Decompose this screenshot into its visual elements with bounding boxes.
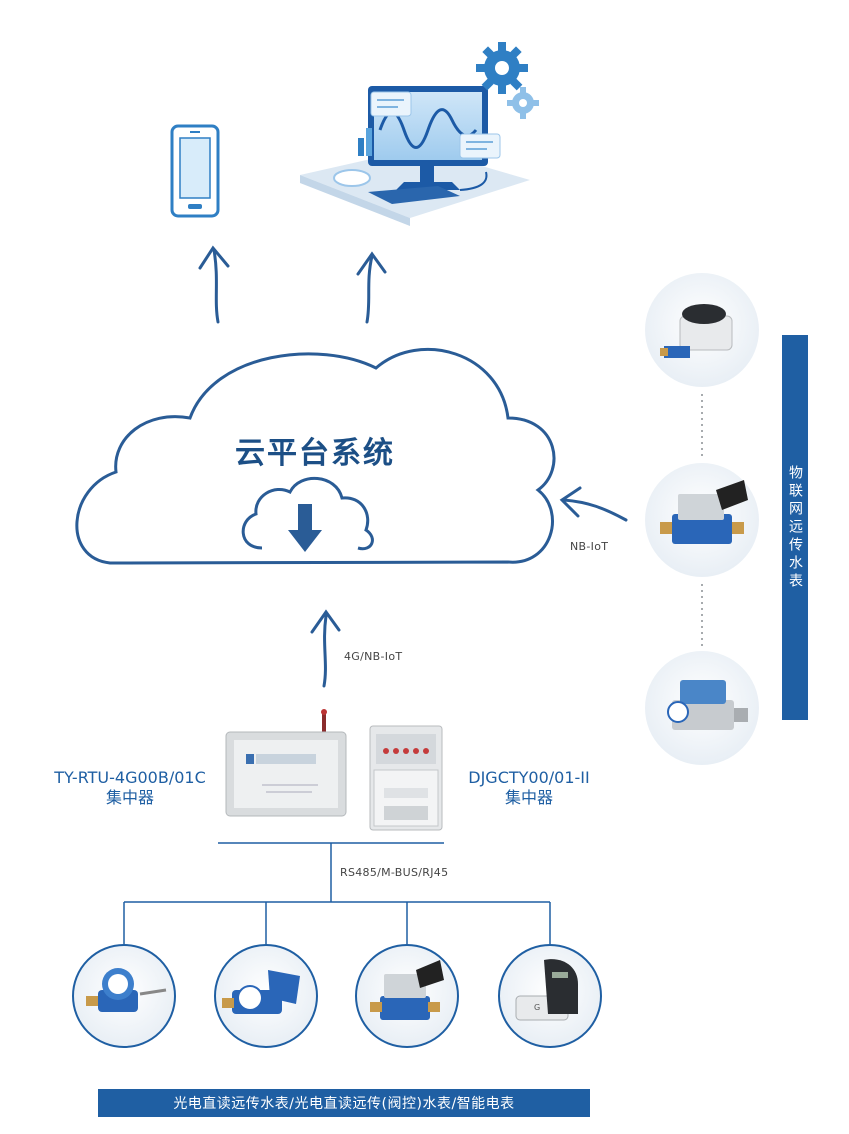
concentrator-2-label: DJGCTY00/01-II 集中器 bbox=[454, 768, 604, 808]
svg-text:G: G bbox=[534, 1003, 540, 1012]
concentrator-device-1 bbox=[225, 709, 347, 817]
link-label-top: 4G/NB-IoT bbox=[344, 650, 403, 663]
bottom-label: 光电直读远传水表/光电直读远传(阀控)水表/智能电表 bbox=[173, 1096, 515, 1112]
concentrator-2-type: 集中器 bbox=[504, 788, 553, 807]
bottom-meter-4: G bbox=[498, 944, 602, 1048]
bottom-label-bar: 光电直读远传水表/光电直读远传(阀控)水表/智能电表 bbox=[98, 1089, 590, 1117]
concentrator-1-model: TY-RTU-4G00B/01C bbox=[54, 768, 206, 787]
bottom-meter-2 bbox=[214, 944, 318, 1048]
concentrator-1-type: 集中器 bbox=[105, 788, 154, 807]
bottom-meter-1 bbox=[72, 944, 176, 1048]
iot-meter-3 bbox=[645, 651, 759, 765]
concentrator-2-model: DJGCTY00/01-II bbox=[468, 768, 590, 787]
arrow-to-cloud bbox=[310, 609, 341, 688]
arrow-up-right bbox=[356, 251, 387, 324]
concentrator-device-2 bbox=[369, 725, 443, 831]
cloud-download-icon bbox=[241, 477, 374, 552]
iot-meter-1 bbox=[645, 273, 759, 387]
gear-icon bbox=[476, 42, 528, 94]
arrow-from-iot-meters bbox=[559, 486, 628, 522]
bus-lines bbox=[123, 842, 551, 944]
iot-meters-bar: 物联网远传水表 bbox=[782, 335, 808, 720]
gear-icon bbox=[507, 87, 539, 119]
cloud-shape bbox=[75, 347, 556, 565]
iot-meter-2 bbox=[645, 463, 759, 577]
arrow-up-left bbox=[198, 245, 230, 324]
computer-icon bbox=[300, 86, 530, 226]
phone-icon bbox=[170, 124, 220, 218]
concentrator-1-label: TY-RTU-4G00B/01C 集中器 bbox=[40, 768, 220, 808]
bottom-meter-3 bbox=[355, 944, 459, 1048]
iot-meters-label: 物联网远传水表 bbox=[787, 464, 803, 591]
link-label-side: NB-IoT bbox=[570, 540, 609, 553]
link-label-bus: RS485/M-BUS/RJ45 bbox=[340, 866, 449, 879]
cloud-title: 云平台系统 bbox=[235, 436, 395, 471]
